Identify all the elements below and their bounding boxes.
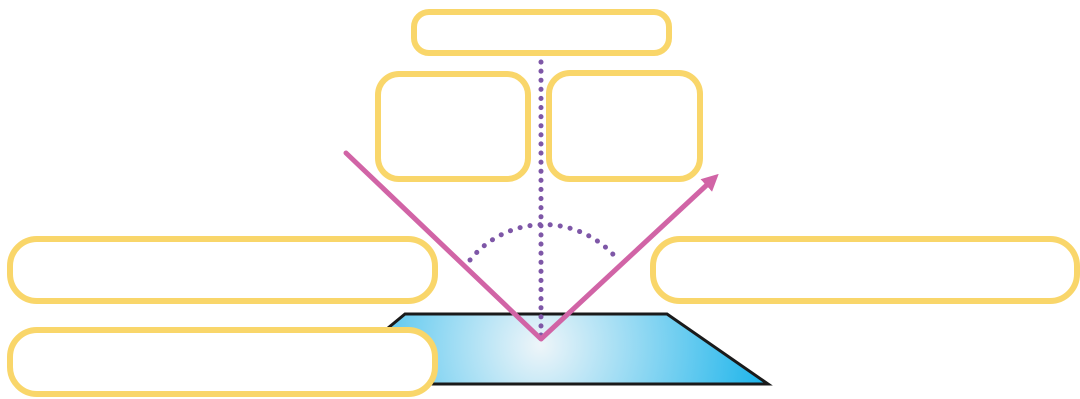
label-box-upper-right (546, 70, 703, 182)
label-box-mid-left (7, 236, 438, 304)
label-box-bottom-left (7, 327, 438, 397)
label-box-upper-left (375, 71, 531, 182)
label-box-top (411, 9, 672, 56)
angle-arc (470, 225, 618, 260)
label-box-mid-right (650, 236, 1080, 304)
